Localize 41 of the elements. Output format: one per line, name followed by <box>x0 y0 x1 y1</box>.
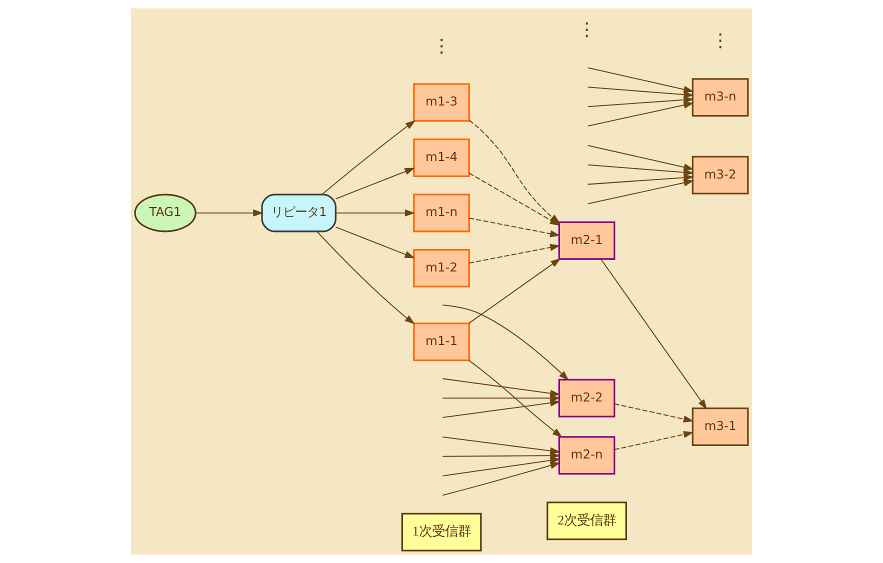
node-ellipse: TAG1 <box>134 194 196 232</box>
node-box: m1-4 <box>413 138 470 177</box>
node-box: m3-n <box>692 78 749 117</box>
node-box: m1-2 <box>413 248 470 288</box>
arrow <box>469 244 560 264</box>
arrow <box>316 231 415 324</box>
arrow <box>442 304 569 381</box>
label: 1次受信群 <box>412 524 471 539</box>
arrow <box>336 209 416 217</box>
node-box: m3-1 <box>692 408 749 446</box>
label: 2次受信群 <box>557 512 616 528</box>
node-box: m1-1 <box>413 322 470 362</box>
label: ⋮ <box>432 36 451 57</box>
node-box: リピータ1 <box>261 194 336 232</box>
node-box: m2-2 <box>558 378 616 418</box>
arrow <box>588 168 694 186</box>
arrow <box>588 96 694 126</box>
arrow <box>196 209 264 217</box>
node-box: m1-3 <box>413 83 470 122</box>
arrow <box>588 67 694 98</box>
arrow <box>588 91 694 109</box>
arrow <box>322 120 416 195</box>
node-box: m3-2 <box>692 156 749 194</box>
arrow <box>588 144 694 176</box>
node-box: m1-n <box>413 194 470 232</box>
arrow <box>614 403 694 423</box>
arrow <box>588 164 694 182</box>
label: ⋮ <box>578 19 596 40</box>
arrow <box>588 174 694 204</box>
arrow <box>468 258 561 324</box>
node-box: m2-1 <box>558 221 616 260</box>
arrow <box>600 258 708 410</box>
arrow <box>336 226 416 258</box>
arrow <box>442 394 560 418</box>
label: ⋮ <box>711 30 730 52</box>
arrow <box>469 218 560 238</box>
arrow <box>614 430 694 450</box>
node-box: m2-n <box>558 436 616 475</box>
arrow <box>336 168 416 200</box>
arrow <box>588 86 694 104</box>
arrow <box>468 360 563 438</box>
